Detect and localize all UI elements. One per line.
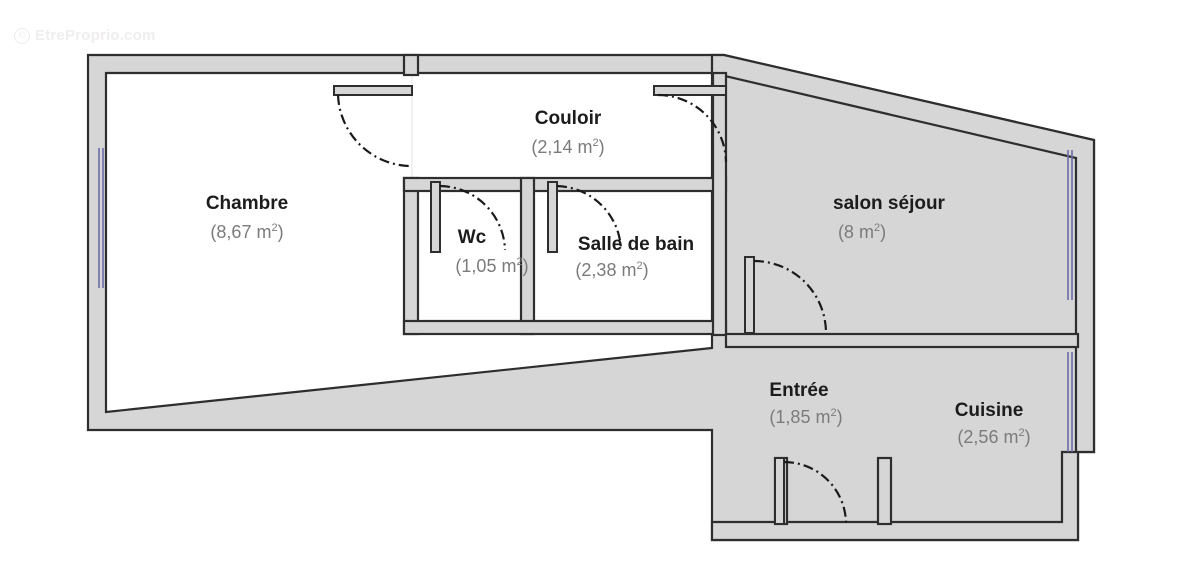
room-area-couloir: (2,14 m2) xyxy=(531,137,604,157)
interior-wall-salon-entree xyxy=(724,332,1080,349)
door-leaf-chambre xyxy=(333,85,413,96)
room-area-entree: (1,85 m2) xyxy=(769,407,842,427)
door-arc-chambre xyxy=(336,94,410,168)
door-leaf-entree-upper xyxy=(744,256,755,334)
room-label-couloir: Couloir (2,14 m2) xyxy=(531,108,604,157)
room-name-chambre: Chambre xyxy=(206,193,288,214)
room-area-wc: (1,05 m2) xyxy=(455,256,528,276)
room-area-chambre: (8,67 m2) xyxy=(210,222,283,242)
door-leaf-wc xyxy=(430,181,441,253)
interior-wall-entree-cuisine xyxy=(876,456,893,526)
room-name-couloir: Couloir xyxy=(535,108,602,129)
door-leaf-salon xyxy=(653,85,727,96)
window-salon-right-upper xyxy=(1067,150,1073,300)
room-name-salon-sejour: salon séjour xyxy=(833,193,946,214)
room-label-salle-de-bain: Salle de bain (2,38 m2) xyxy=(575,234,694,280)
room-area-salle-de-bain: (2,38 m2) xyxy=(575,260,648,280)
room-label-entree: Entrée (1,85 m2) xyxy=(769,380,842,427)
room-name-entree: Entrée xyxy=(769,380,828,401)
door-leaf-main-entry xyxy=(774,457,785,525)
room-name-cuisine: Cuisine xyxy=(955,400,1024,421)
interior-wall-couloir-bottom xyxy=(402,176,728,193)
door-arc-entree-upper xyxy=(753,259,828,334)
room-label-wc: Wc (1,05 m2) xyxy=(455,227,528,276)
room-area-cuisine: (2,56 m2) xyxy=(957,427,1030,447)
window-cuisine-right-lower xyxy=(1067,352,1073,452)
room-label-cuisine: Cuisine (2,56 m2) xyxy=(955,400,1031,447)
door-arc-main-entry xyxy=(783,460,848,525)
interior-wall-core-salon xyxy=(711,71,728,337)
room-name-salle-de-bain: Salle de bain xyxy=(578,234,694,255)
door-arc-sdb xyxy=(556,184,623,251)
door-arc-wc xyxy=(439,184,507,251)
door-leaf-sdb xyxy=(547,181,558,253)
interior-wall-chambre-core xyxy=(402,176,420,336)
interior-wall-core-bottom xyxy=(402,319,728,336)
room-label-chambre: Chambre (8,67 m2) xyxy=(206,193,288,242)
window-chambre-left xyxy=(98,148,104,288)
room-label-salon-sejour: salon séjour (8 m2) xyxy=(833,193,946,242)
room-name-wc: Wc xyxy=(458,227,487,248)
exterior-wall-right xyxy=(710,53,1096,542)
interior-wall-couloir-top xyxy=(402,53,420,77)
room-area-salon-sejour: (8 m2) xyxy=(838,222,886,242)
